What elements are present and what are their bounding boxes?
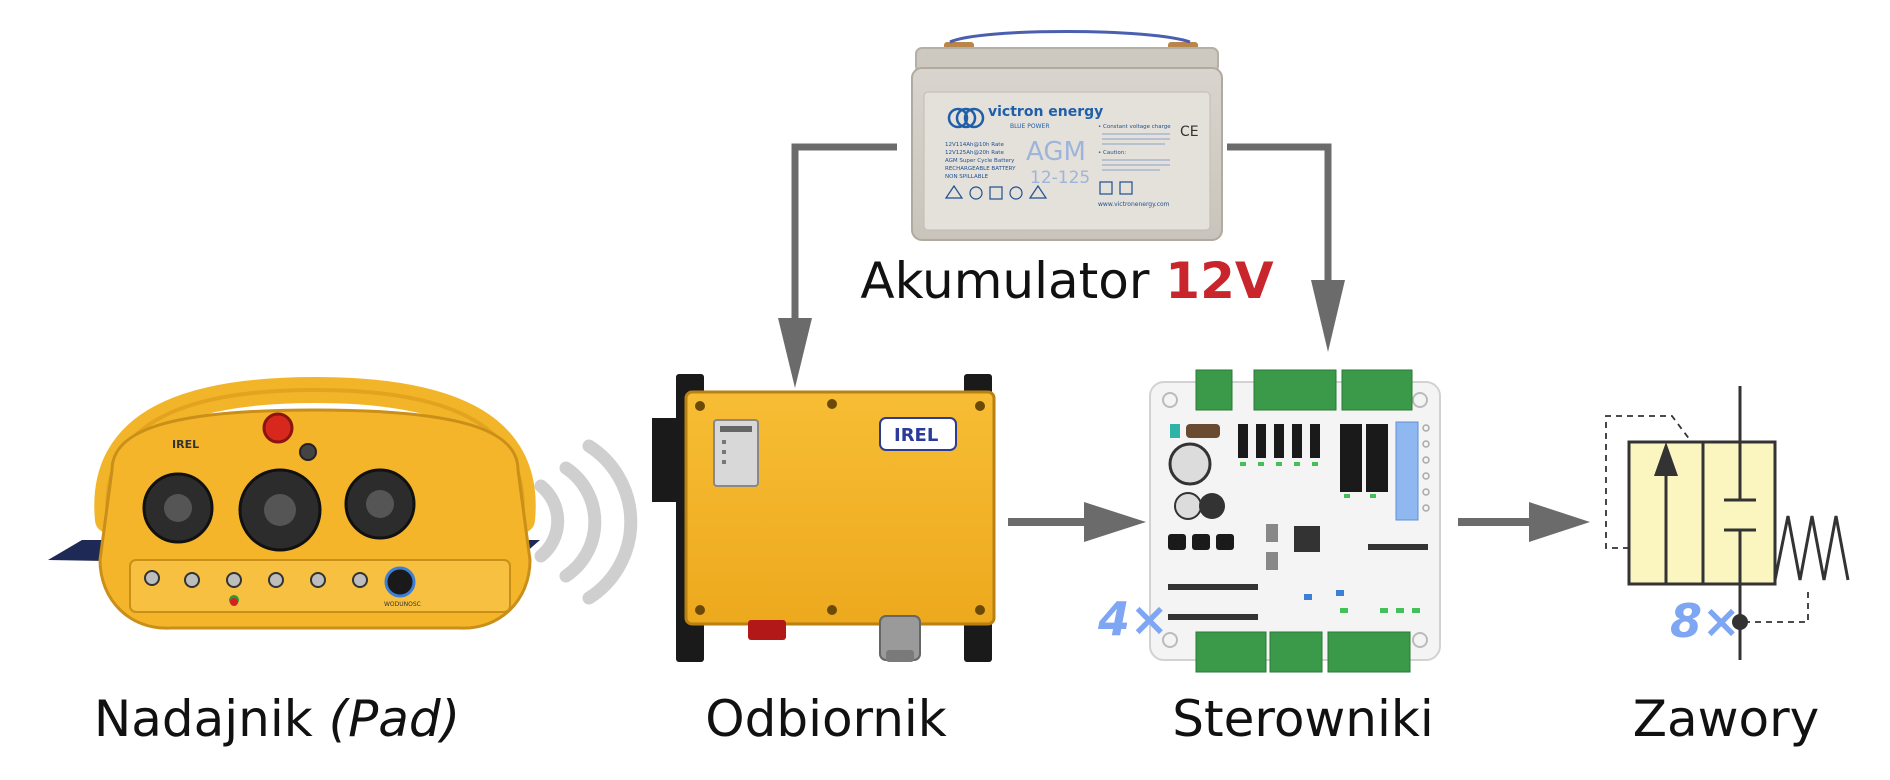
battery-brand: victron energy: [988, 104, 1103, 120]
battery-voltage: 12V: [1165, 252, 1274, 310]
battery-label: Akumulator 12V: [860, 252, 1273, 310]
pad-switches: [144, 570, 368, 588]
controllers-label: Sterowniki: [1172, 690, 1434, 748]
battery-chem: AGM: [1026, 137, 1086, 167]
valve-spring: [1773, 515, 1850, 581]
transmitter-label: Nadajnik (Pad): [94, 690, 460, 748]
battery-model: 12-125: [1030, 168, 1090, 188]
battery-image: victron energy BLUE POWER AGM 12-125 CE …: [911, 30, 1223, 241]
battery-caution-title: • Caution:: [1098, 150, 1126, 156]
valve-drain-line: [1744, 588, 1809, 623]
arrow-head-controllers: [1311, 280, 1345, 352]
valves-label: Zawory: [1632, 690, 1820, 748]
receiver-label: Odbiornik: [705, 690, 947, 748]
receiver-brand: IREL: [894, 425, 938, 446]
valve-pilot-line: [1605, 415, 1691, 549]
battery-spec-lines: 12V114Ah@10h Rate 12V125Ah@20h Rate AGM …: [945, 142, 1016, 180]
arrow-head-right-1: [1084, 502, 1146, 542]
valve-symbol: [1605, 386, 1850, 660]
receiver-image: IREL: [652, 374, 996, 662]
joystick-icons: [142, 468, 416, 552]
battery-brand-sub: BLUE POWER: [1010, 123, 1049, 130]
transmitter-label-paren: (Pad): [328, 690, 461, 748]
controllers-multiplier: 4×: [1098, 592, 1169, 646]
pad-badge: WODUNOSC: [384, 601, 421, 608]
connector-arrows: [778, 143, 1590, 542]
arrow-head-receiver: [778, 318, 812, 388]
controller-board-image: [1149, 369, 1441, 673]
battery-spec-3: AGM Super Cycle Battery: [945, 158, 1015, 164]
battery-charge-title: • Constant voltage charge: [1098, 124, 1171, 130]
transmitter-label-text: Nadajnik: [93, 690, 329, 748]
valves-multiplier: 8×: [1670, 594, 1741, 648]
battery-spec-4: RECHARGEABLE BATTERY: [945, 166, 1016, 172]
arrow-head-right-2: [1529, 502, 1590, 542]
battery-spec-2: 12V125Ah@20h Rate: [945, 150, 1004, 156]
battery-spec-5: NON SPILLABLE: [945, 174, 989, 180]
pad-brand: IREL: [172, 438, 199, 451]
battery-label-text: Akumulator: [860, 252, 1166, 310]
wireless-signal-icon: [534, 439, 638, 605]
arrow-battery-to-controllers: [1227, 143, 1332, 290]
battery-spec-1: 12V114Ah@10h Rate: [945, 142, 1004, 148]
battery-ce-mark: CE: [1180, 124, 1199, 140]
arrow-battery-to-receiver: [791, 143, 897, 330]
victron-logo-icon: [947, 107, 985, 129]
transmitter-pad-image: IREL WODUNOSC: [48, 376, 540, 630]
battery-website: www.victronenergy.com: [1098, 201, 1170, 208]
